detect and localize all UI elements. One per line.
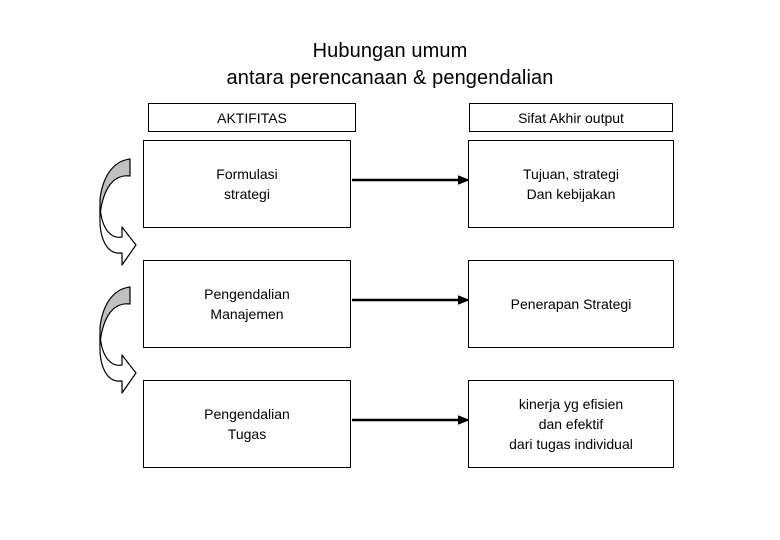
text-line: kinerja yg efisien [518, 396, 624, 412]
text-line: Dan kebijakan [526, 186, 616, 202]
text-line: dan efektif [538, 416, 604, 432]
text-line: Penerapan Strategi [510, 296, 632, 312]
column-header-sifat-akhir-output: Sifat Akhir output [469, 103, 673, 132]
output-box-tujuan-strategi-label: Tujuan, strategi Dan kebijakan [519, 164, 623, 204]
column-header-aktifitas: AKTIFITAS [148, 103, 356, 132]
text-line: Formulasi [216, 166, 278, 182]
title-line-2: antara perencanaan & pengendalian [226, 67, 554, 89]
output-box-kinerja-efisien-efektif-label: kinerja yg efisien dan efektif dari tuga… [505, 394, 637, 454]
column-header-aktifitas-label: AKTIFITAS [217, 109, 287, 126]
activity-box-pengendalian-manajemen-label: Pengendalian Manajemen [200, 284, 294, 324]
text-line: Tugas [227, 426, 267, 442]
connector-arrow-row-3 [352, 413, 470, 427]
connector-arrow-row-1 [352, 173, 470, 187]
title-line-1: Hubungan umum [312, 40, 468, 62]
activity-box-pengendalian-tugas: Pengendalian Tugas [143, 380, 351, 468]
activity-box-formulasi-strategi-label: Formulasi strategi [212, 164, 281, 204]
text-line: Manajemen [210, 306, 284, 322]
text-line: dari tugas individual [509, 436, 633, 452]
output-box-penerapan-strategi-label: Penerapan Strategi [507, 294, 636, 314]
bent-down-arrow-2-icon [96, 283, 140, 399]
activity-box-pengendalian-manajemen: Pengendalian Manajemen [143, 260, 351, 348]
column-header-sifat-akhir-output-label: Sifat Akhir output [518, 109, 624, 126]
output-box-tujuan-strategi: Tujuan, strategi Dan kebijakan [468, 140, 674, 228]
activity-box-formulasi-strategi: Formulasi strategi [143, 140, 351, 228]
output-box-kinerja-efisien-efektif: kinerja yg efisien dan efektif dari tuga… [468, 380, 674, 468]
output-box-penerapan-strategi: Penerapan Strategi [468, 260, 674, 348]
text-line: strategi [224, 186, 270, 202]
text-line: Pengendalian [204, 406, 290, 422]
diagram-title: Hubungan umum antara perencanaan & penge… [0, 38, 780, 92]
text-line: Pengendalian [204, 286, 290, 302]
bent-down-arrow-1-icon [96, 155, 140, 271]
connector-arrow-row-2 [352, 293, 470, 307]
text-line: Tujuan, strategi [523, 166, 619, 182]
activity-box-pengendalian-tugas-label: Pengendalian Tugas [200, 404, 294, 444]
